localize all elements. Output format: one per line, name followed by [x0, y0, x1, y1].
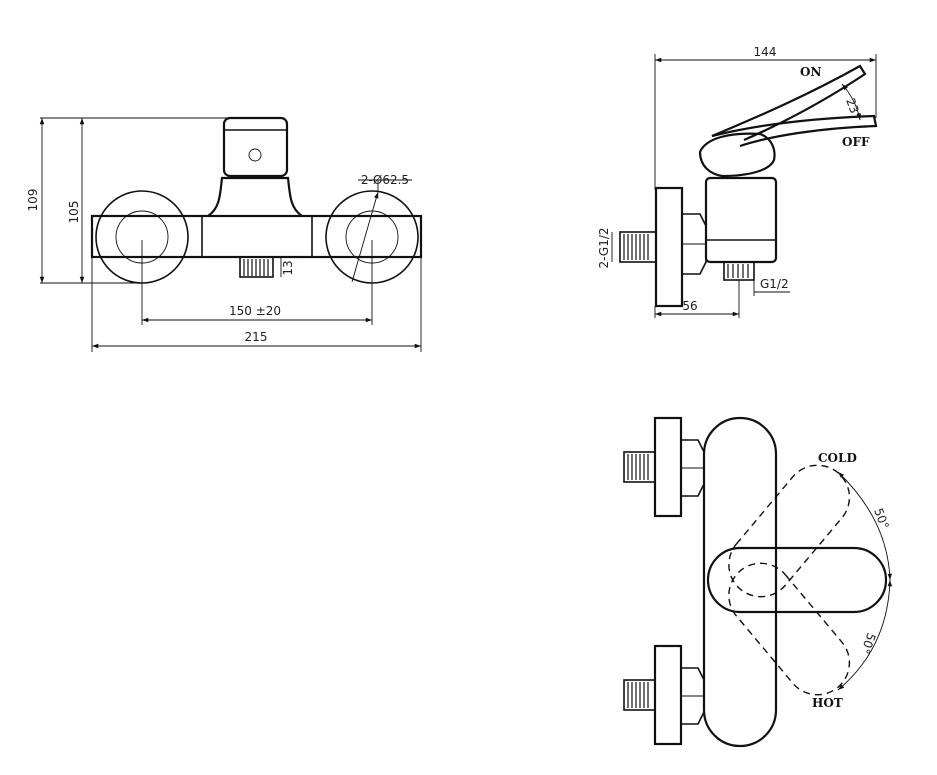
- label-cold: COLD: [818, 451, 857, 465]
- dim-width: 215: [245, 330, 268, 344]
- lever-off: [711, 114, 878, 148]
- dim-centers: 150 ±20: [229, 304, 281, 318]
- angle-cold: 50°: [871, 506, 891, 531]
- top-view: 50° 50° COLD HOT: [623, 416, 893, 748]
- front-view: 109 105 13 2-Ø62.5 150 ±20 215: [26, 116, 423, 352]
- front-handle: [222, 116, 289, 178]
- dim-height-total: 109: [26, 189, 40, 212]
- top-body: [702, 416, 778, 748]
- dim-outlet: 13: [281, 260, 295, 275]
- angle-hot: 50°: [858, 631, 878, 656]
- outlet-thread: [239, 256, 274, 278]
- dim-inlet-thread: 2-G1/2: [597, 227, 611, 268]
- angle-lever: 23°: [843, 96, 863, 121]
- dim-height-body: 105: [67, 201, 81, 224]
- label-on: ON: [800, 65, 821, 79]
- label-hot: HOT: [812, 696, 843, 710]
- dim-depth: 144: [754, 45, 777, 59]
- side-body: [704, 176, 778, 264]
- label-off: OFF: [842, 135, 870, 149]
- dim-outlet-thread: G1/2: [760, 277, 789, 291]
- side-view: 23° ON OFF 144 2-G1/2 56 G1/2: [597, 45, 878, 318]
- lever-on: [711, 64, 867, 142]
- top-handle: [706, 546, 888, 614]
- dim-flange: 2-Ø62.5: [361, 173, 409, 187]
- dim-wall-offset: 56: [682, 299, 697, 313]
